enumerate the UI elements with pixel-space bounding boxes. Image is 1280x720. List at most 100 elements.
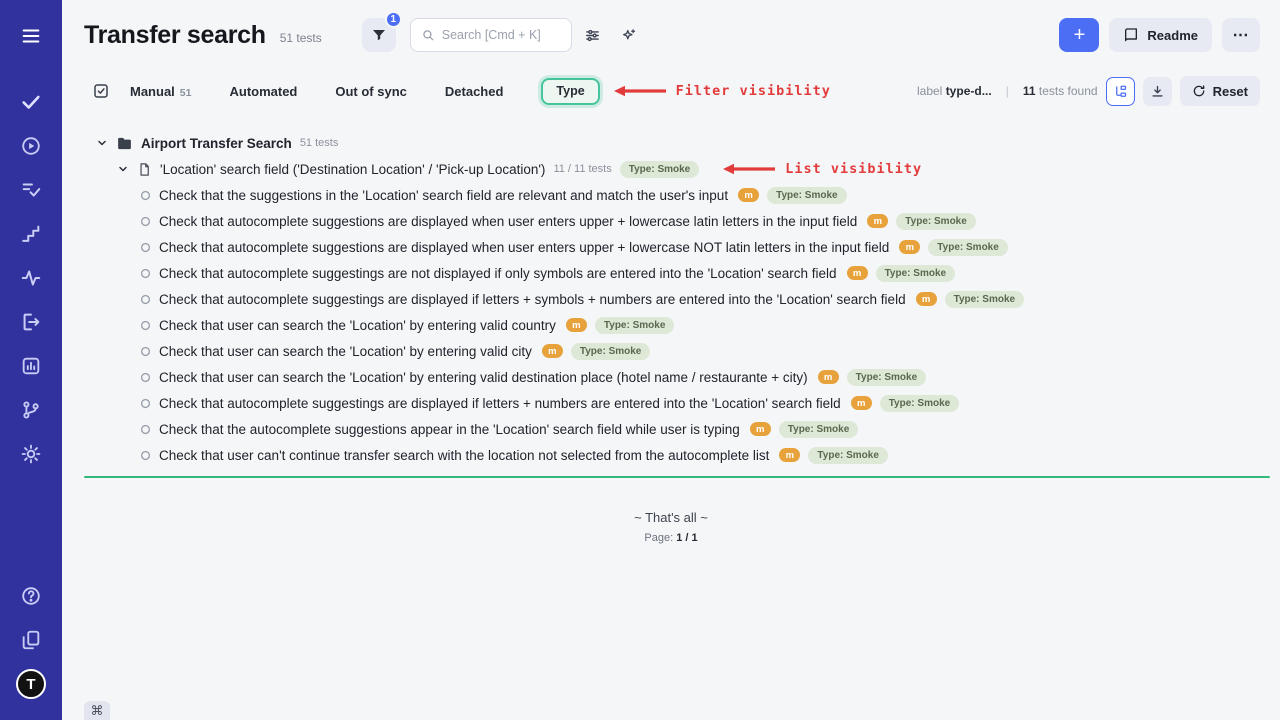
- test-status-icon: [140, 450, 151, 461]
- type-badge: Type: Smoke: [619, 160, 700, 178]
- folder-icon: [116, 135, 133, 152]
- type-badge: Type: Smoke: [846, 368, 927, 386]
- test-title: Check that autocomplete suggestions are …: [159, 239, 890, 255]
- main-content: Transfer search 51 tests 1 + Readme ⋯: [62, 0, 1280, 544]
- test-status-icon: [140, 216, 151, 227]
- folder-count: 51 tests: [299, 137, 339, 149]
- manual-badge: m: [738, 188, 760, 202]
- test-row[interactable]: Check that user can search the 'Location…: [62, 312, 1280, 338]
- test-row[interactable]: Check that user can search the 'Location…: [62, 338, 1280, 364]
- sidebar-item-integrations[interactable]: [11, 390, 51, 430]
- test-row[interactable]: Check that the autocomplete suggestions …: [62, 416, 1280, 442]
- test-row[interactable]: Check that the suggestions in the 'Locat…: [62, 182, 1280, 208]
- type-badge: Type: Smoke: [879, 394, 960, 412]
- select-all-icon: [94, 84, 108, 98]
- sidebar: T: [0, 0, 62, 720]
- select-all-button[interactable]: [92, 82, 110, 100]
- manual-badge: m: [565, 318, 587, 332]
- type-badge: Type: Smoke: [570, 342, 651, 360]
- download-button[interactable]: [1142, 76, 1172, 106]
- type-badge: Type: Smoke: [944, 290, 1025, 308]
- refresh-icon: [1193, 85, 1204, 97]
- manual-badge: m: [846, 266, 868, 280]
- test-title: Check that user can search the 'Location…: [159, 369, 808, 385]
- sidebar-item-defects[interactable]: [11, 258, 51, 298]
- test-row[interactable]: Check that autocomplete suggestions are …: [62, 234, 1280, 260]
- test-status-icon: [140, 424, 151, 435]
- test-plans-icon: [22, 183, 41, 197]
- sidebar-item-reports[interactable]: [11, 346, 51, 386]
- header-actions: + Readme ⋯: [1059, 18, 1260, 52]
- test-row[interactable]: Check that autocomplete suggestings are …: [62, 390, 1280, 416]
- list-footer: ~ That's all ~ Page: 1 / 1: [62, 510, 1280, 544]
- chevron-down-icon[interactable]: [117, 163, 129, 175]
- activity-icon: [21, 270, 41, 286]
- page-title: Transfer search: [84, 20, 266, 49]
- milestones-icon: [22, 225, 40, 242]
- left-arrow-icon: [723, 163, 776, 175]
- test-title: Check that autocomplete suggestings are …: [159, 265, 837, 281]
- sidebar-item-docs[interactable]: [11, 620, 51, 660]
- test-title: Check that autocomplete suggestings are …: [159, 291, 906, 307]
- type-badge: Type: Smoke: [778, 420, 859, 438]
- sidebar-item-repository[interactable]: [11, 82, 51, 122]
- folder-row[interactable]: Airport Transfer Search 51 tests: [62, 130, 1280, 156]
- view-settings-button[interactable]: [578, 20, 608, 50]
- test-row[interactable]: Check that autocomplete suggestings are …: [62, 260, 1280, 286]
- ai-assist-button[interactable]: [614, 20, 644, 50]
- page-header: Transfer search 51 tests 1 + Readme ⋯: [62, 0, 1280, 70]
- chevron-down-icon[interactable]: [96, 137, 108, 149]
- sidebar-item-help[interactable]: [11, 576, 51, 616]
- tree-view-button[interactable]: [1105, 76, 1135, 106]
- test-row[interactable]: Check that user can't continue transfer …: [62, 442, 1280, 468]
- more-options-button[interactable]: ⋯: [1222, 18, 1260, 52]
- export-icon: [23, 313, 40, 331]
- logo-icon: T: [16, 669, 46, 699]
- type-badge: Type: Smoke: [875, 264, 956, 282]
- reset-button[interactable]: Reset: [1179, 76, 1260, 106]
- filter-bar: Manual 51 Automated Out of sync Detached…: [62, 70, 1280, 112]
- suite-row[interactable]: 'Location' search field ('Destination Lo…: [62, 156, 1280, 182]
- tab-manual-label: Manual: [130, 83, 175, 99]
- manual-badge: m: [899, 240, 921, 254]
- settings-icon: [21, 444, 41, 464]
- test-title: Check that autocomplete suggestions are …: [159, 213, 858, 229]
- menu-icon[interactable]: [11, 16, 51, 56]
- test-row[interactable]: Check that autocomplete suggestings are …: [62, 286, 1280, 312]
- app-logo[interactable]: T: [11, 664, 51, 704]
- keyboard-shortcuts-button[interactable]: ⌘: [84, 701, 110, 720]
- sidebar-item-milestones[interactable]: [11, 214, 51, 254]
- tab-automated[interactable]: Automated: [229, 84, 297, 99]
- filter-count-badge: 1: [384, 11, 402, 28]
- tab-manual-count: 51: [179, 86, 192, 99]
- readme-button[interactable]: Readme: [1109, 18, 1212, 52]
- help-icon: [22, 587, 40, 605]
- tab-manual[interactable]: Manual 51: [130, 84, 191, 99]
- sidebar-item-settings[interactable]: [11, 434, 51, 474]
- test-list: Check that the suggestions in the 'Locat…: [62, 182, 1280, 468]
- test-row[interactable]: Check that autocomplete suggestions are …: [62, 208, 1280, 234]
- tab-out-of-sync[interactable]: Out of sync: [335, 84, 407, 99]
- filter-type-button[interactable]: Type: [541, 77, 600, 105]
- manual-badge: m: [850, 396, 872, 410]
- search-input[interactable]: [441, 28, 561, 42]
- pagination: Page: 1 / 1: [644, 532, 698, 544]
- sidebar-item-export[interactable]: [11, 302, 51, 342]
- search-box[interactable]: [409, 18, 572, 52]
- sidebar-item-test-runs[interactable]: [11, 126, 51, 166]
- filter-button[interactable]: 1: [361, 11, 402, 52]
- test-status-icon: [140, 268, 151, 279]
- filter-bar-right: label type-d... | 11 tests found Reset: [917, 76, 1260, 106]
- tab-automated-label: Automated: [229, 83, 298, 99]
- sidebar-item-test-plans[interactable]: [11, 170, 51, 210]
- folder-name: Airport Transfer Search: [141, 135, 292, 151]
- tab-out-of-sync-label: Out of sync: [335, 83, 407, 99]
- type-badge: Type: Smoke: [808, 446, 888, 464]
- test-title: Check that autocomplete suggestings are …: [159, 395, 841, 411]
- left-arrow-icon: [613, 85, 666, 97]
- manual-badge: m: [541, 344, 563, 358]
- tab-detached[interactable]: Detached: [445, 84, 504, 99]
- suite-count: 11 / 11 tests: [553, 163, 612, 175]
- test-row[interactable]: Check that user can search the 'Location…: [62, 364, 1280, 390]
- add-button[interactable]: +: [1059, 18, 1100, 52]
